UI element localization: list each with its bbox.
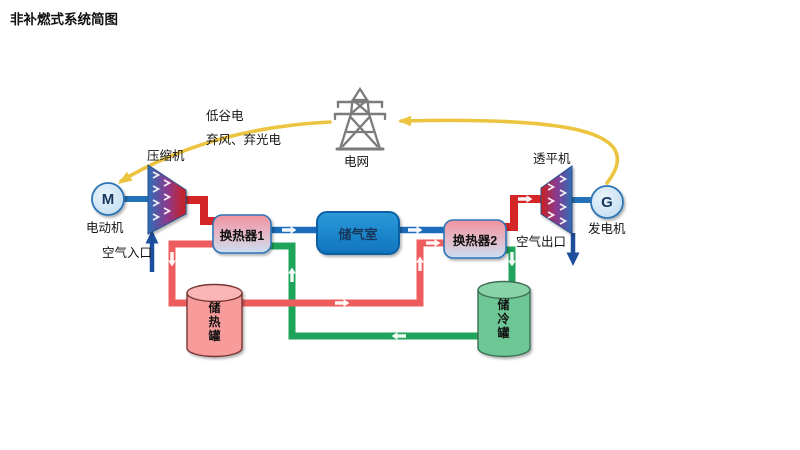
turbine-label: 透平机 bbox=[533, 152, 571, 166]
air-storage-label: 储气室 bbox=[338, 226, 378, 242]
heat-exchanger-1-label: 换热器1 bbox=[219, 228, 265, 243]
air-inlet-arrow bbox=[145, 230, 159, 272]
motor-label: 电动机 bbox=[86, 221, 124, 235]
generator-symbol: G bbox=[601, 193, 613, 211]
heat-exchanger-1-box bbox=[212, 214, 272, 254]
grid-label: 电网 bbox=[344, 155, 370, 169]
shaft bbox=[122, 196, 592, 203]
generator-label: 发电机 bbox=[588, 222, 626, 236]
heat-exchanger-2-label: 换热器2 bbox=[452, 233, 498, 248]
cold-tank-label: 储冷罐 bbox=[497, 298, 510, 341]
compressor-shape bbox=[147, 164, 187, 235]
page-title: 非补燃式系统简图 bbox=[10, 12, 118, 27]
transmission-tower-icon bbox=[333, 86, 387, 151]
curtailed-power-label: 弃风、弃光电 bbox=[206, 133, 282, 147]
offpeak-power-label: 低谷电 bbox=[206, 109, 244, 123]
motor-symbol: M bbox=[101, 190, 115, 208]
air-outlet-arrow bbox=[566, 233, 580, 266]
generator-circle bbox=[590, 185, 624, 219]
hot-loop-pipe bbox=[168, 239, 446, 307]
hot-tank-label: 储热罐 bbox=[208, 301, 221, 344]
motor-circle bbox=[91, 182, 125, 216]
generated-power-arrow bbox=[398, 115, 620, 185]
heat-exchanger-2-box bbox=[443, 219, 507, 259]
turbine-shape bbox=[540, 165, 573, 235]
compressor-label: 压缩机 bbox=[147, 149, 185, 163]
air-inlet-label: 空气入口 bbox=[102, 246, 153, 260]
offpeak-power-arrow bbox=[118, 120, 332, 184]
hot-tank-cylinder bbox=[186, 283, 243, 358]
air-outlet-label: 空气出口 bbox=[516, 235, 567, 249]
cold-tank-cylinder bbox=[477, 280, 531, 358]
cold-loop-pipe bbox=[270, 242, 516, 340]
air-storage-box bbox=[316, 211, 400, 255]
